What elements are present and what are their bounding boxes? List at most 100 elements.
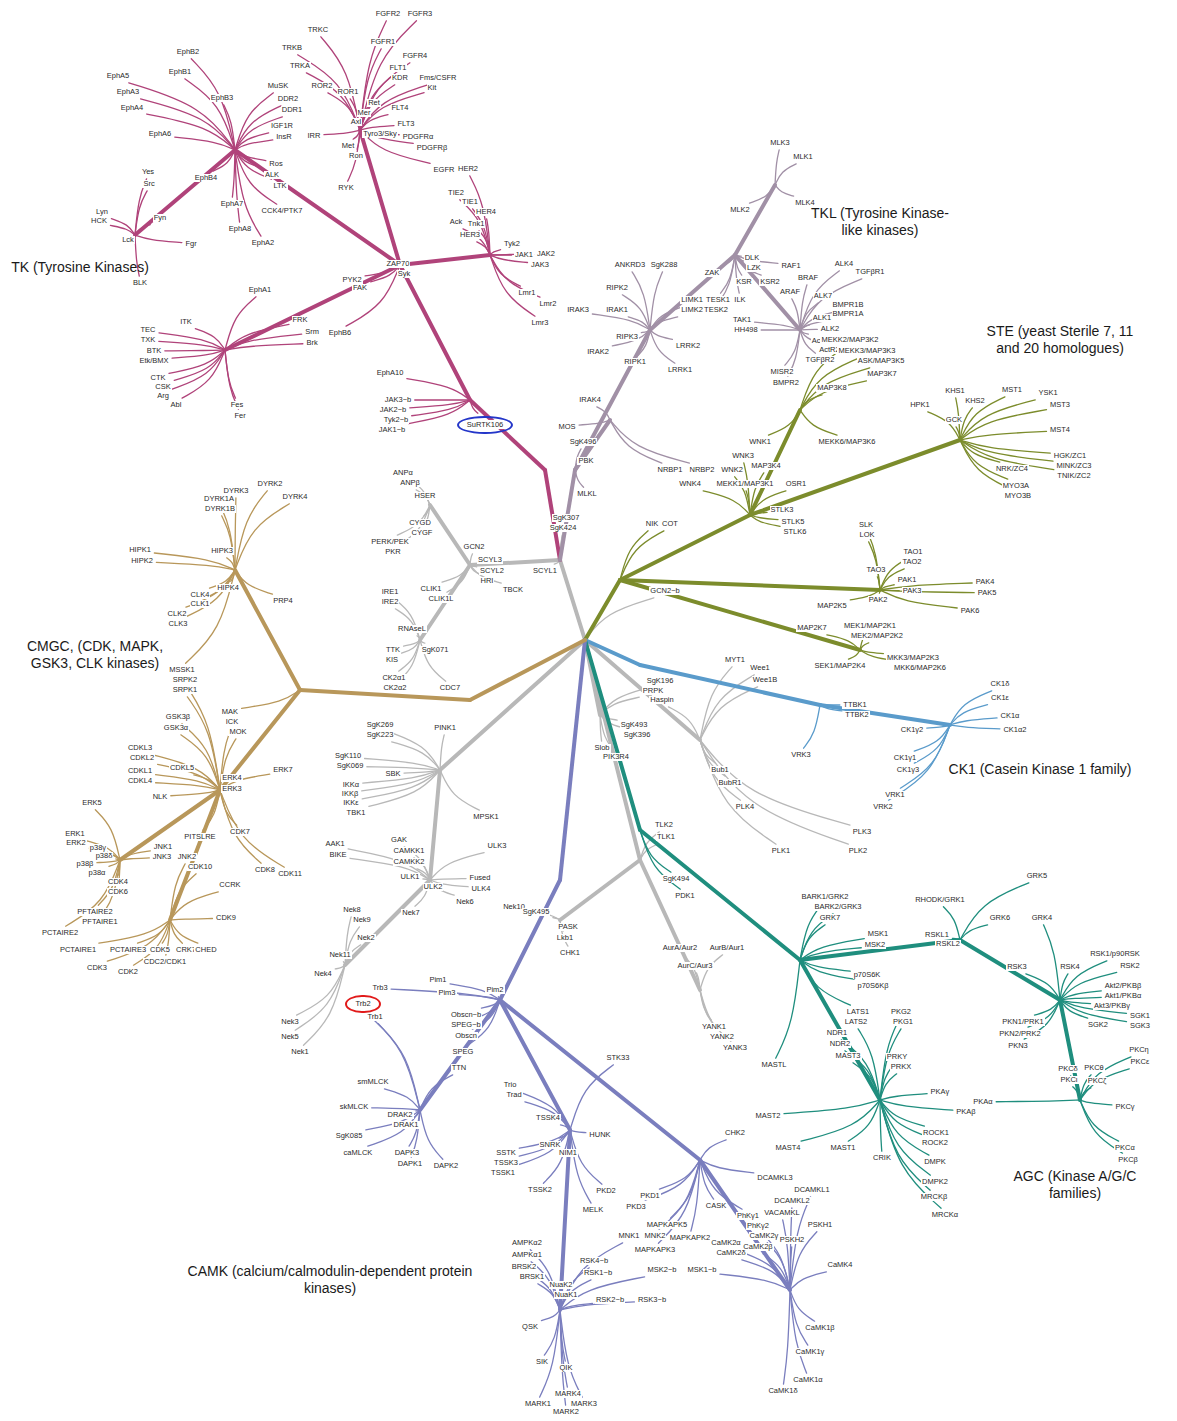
kinase-label: PERK/PEK [370, 538, 410, 547]
kinase-label: STLK3 [770, 506, 795, 515]
kinase-label: SgK495 [522, 908, 551, 917]
tree-branch [700, 740, 848, 844]
kinase-label: RSKL2 [935, 940, 961, 949]
tree-branch [389, 732, 440, 770]
kinase-label: SEK1/MAP2K4 [814, 662, 867, 671]
kinase-label: Trad [505, 1091, 522, 1100]
kinase-label: Pim2 [485, 986, 504, 995]
trunk-group [120, 130, 1080, 1310]
tree-trunk [220, 690, 300, 790]
kinase-label: MSK2 [864, 941, 886, 950]
kinase-label: Arg [156, 392, 170, 401]
kinase-label: MNK2 [644, 1232, 667, 1241]
kinase-label: BARK2/GRK3 [813, 903, 862, 912]
kinase-label: CDKL3 [127, 744, 153, 753]
kinase-label: RSKL1 [924, 931, 950, 940]
kinase-label: RSK2~b [595, 1296, 625, 1305]
tree-branch [235, 140, 273, 150]
kinase-label: RSK3~b [637, 1296, 667, 1305]
kinase-label: CaMK1α [792, 1376, 823, 1385]
kinase-label: CaMK2δ [715, 1249, 746, 1258]
tree-branch [362, 770, 440, 799]
kinase-label: MRCKα [931, 1211, 959, 1220]
kinase-label: CK1ε [990, 694, 1010, 703]
kinase-label: PLK2 [848, 847, 868, 856]
tree-branch [950, 705, 988, 725]
kinase-label: Pim3 [437, 989, 456, 998]
kinase-label: CDC7 [439, 684, 461, 693]
kinase-label: CTK [150, 374, 167, 383]
tree-branch [185, 570, 235, 617]
tree-branch [956, 427, 960, 440]
kinase-label: ROCK1 [922, 1129, 950, 1138]
kinase-label: PBK [577, 457, 594, 466]
kinase-label: MYO3A [1002, 482, 1030, 491]
kinase-label: PKR [384, 548, 401, 557]
tree-trunk [650, 255, 735, 330]
kinase-label: RIPK2 [605, 284, 629, 293]
kinase-label: NRBP2 [688, 466, 715, 475]
tree-branch [459, 995, 500, 1000]
kinase-label: Lck [121, 236, 135, 245]
kinase-label: DYRK1B [204, 505, 236, 514]
kinase-label: MISR2 [770, 368, 795, 377]
kinase-label: TSSK1 [490, 1169, 516, 1178]
kinase-label: GRK5 [1026, 872, 1048, 881]
kinase-label: SgK307 [552, 514, 581, 523]
kinase-label: MAK [221, 708, 239, 717]
kinase-label: IRE2 [381, 598, 400, 607]
kinase-label: PKCα [1114, 1144, 1136, 1153]
tree-branch [174, 350, 225, 380]
tree-trunk [585, 580, 620, 640]
kinase-label: Nek11 [328, 951, 351, 960]
kinase-label: Tyk2 [503, 240, 521, 249]
kinase-label: p38α [88, 869, 107, 878]
kinase-label: PhKγ2 [746, 1222, 770, 1231]
kinase-label: Mer [357, 109, 372, 118]
kinase-label: GRK4 [1031, 914, 1053, 923]
kinase-label: CDK3 [86, 964, 108, 973]
tree-trunk [820, 705, 950, 725]
kinase-label: CaMK1δ [767, 1387, 798, 1396]
kinase-label: MPSK1 [472, 813, 499, 822]
kinase-label: TEC [140, 326, 157, 335]
kinase-label: TLK1 [656, 833, 676, 842]
kinase-label: PKG2 [890, 1008, 912, 1017]
kinase-label: JAK3 [530, 261, 550, 270]
kinase-label: PKD2 [595, 1187, 617, 1196]
kinase-label: Lmr3 [530, 319, 549, 328]
kinase-label: HIPK4 [216, 584, 240, 593]
tree-branch [880, 1100, 926, 1136]
kinase-label: ALK4 [834, 260, 854, 269]
tree-trunk [585, 640, 700, 740]
kinase-label: CHK1 [559, 949, 581, 958]
tree-trunk [470, 400, 545, 470]
kinase-label: PLK4 [735, 803, 755, 812]
kinase-label: EphB2 [176, 48, 201, 57]
kinase-label: MRCKβ [920, 1193, 948, 1202]
kinase-label: SRPK2 [172, 676, 199, 685]
kinase-label: HUNK [588, 1131, 611, 1140]
kinase-label: PAK2 [868, 596, 889, 605]
kinase-label: RSK1/p90RSK [1089, 950, 1141, 959]
kinase-label: NIM1 [558, 1149, 578, 1158]
tree-branch [960, 883, 1029, 940]
kinase-label: Nek7 [401, 909, 421, 918]
kinase-label: MOK [228, 728, 247, 737]
kinase-label: Srm [304, 328, 320, 337]
tree-branch [800, 381, 866, 410]
tree-branch [110, 225, 135, 235]
tree-branch [129, 83, 235, 150]
tree-branch [165, 349, 225, 351]
kinase-label: CK1δ [990, 680, 1011, 689]
kinase-label: HSER [414, 492, 437, 501]
kinase-label: DRAK1 [392, 1121, 419, 1130]
kinase-label: PKCι [1059, 1076, 1078, 1085]
tree-branch [620, 531, 664, 580]
tree-branch [147, 114, 235, 150]
kinase-label: CLK3 [168, 620, 189, 629]
tree-trunk [235, 570, 300, 690]
tree-branch [1060, 991, 1101, 1000]
kinase-label: EphB4 [194, 174, 219, 183]
tree-trunk [575, 330, 650, 470]
